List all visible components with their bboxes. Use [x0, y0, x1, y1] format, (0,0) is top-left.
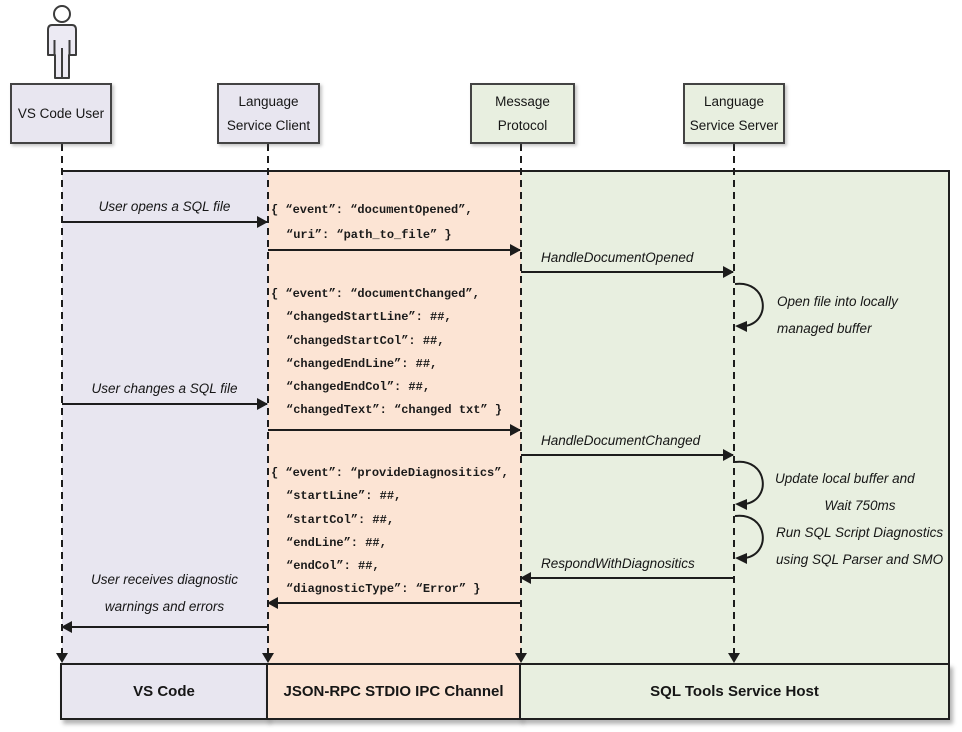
note-open-file-line1: Open file into locally	[777, 294, 898, 309]
arrow-respond-with-diagnostics	[520, 572, 733, 584]
payload-document-changed: { “event”: “documentChanged”, “changedSt…	[271, 287, 502, 427]
message-label-user-receives-line1: User receives diagnostic	[90, 572, 239, 587]
payload-line: “diagnosticType”: “Error” }	[286, 582, 481, 597]
footer-label: SQL Tools Service Host	[650, 683, 819, 700]
lifeline-end-arrow-user	[56, 653, 68, 663]
arrow-handle-document-opened	[521, 266, 734, 278]
participant-label: Language	[238, 94, 299, 109]
payload-line: “changedEndCol”: ##,	[286, 380, 431, 395]
footer-label: JSON-RPC STDIO IPC Channel	[283, 683, 504, 700]
arrow-user-opens-sql-file	[62, 216, 268, 228]
participant-box-vscode-user: VS Code User	[10, 83, 112, 144]
payload-line: “startCol”: ##,	[286, 512, 395, 527]
note-run-diagnostics-line1: Run SQL Script Diagnostics	[776, 525, 944, 540]
payload-line: “endCol”: ##,	[286, 559, 380, 574]
payload-line: “changedStartCol”: ##,	[286, 333, 445, 348]
participant-label: VS Code User	[17, 106, 105, 121]
arrow-document-opened	[268, 244, 521, 256]
message-label-user-receives-line2: warnings and errors	[104, 599, 225, 614]
self-loop-open-file-icon	[734, 282, 764, 332]
payload-line: { “event”: “documentOpened”,	[271, 203, 473, 217]
footer-box-vscode: VS Code	[60, 663, 268, 720]
participant-box-language-service-client: Language Service Client	[217, 83, 320, 144]
participant-label: Protocol	[497, 118, 548, 133]
band-ipc-channel	[268, 172, 521, 663]
arrow-diagnostics-to-client	[267, 597, 520, 609]
note-run-diagnostics-line2: using SQL Parser and SMO	[776, 552, 944, 567]
participant-label: Language	[703, 94, 765, 109]
band-top-border	[62, 170, 950, 172]
participant-label: Message	[495, 94, 550, 109]
participant-box-language-service-server: Language Service Server	[683, 83, 785, 144]
lifeline-server	[733, 144, 735, 654]
lifeline-end-arrow-server	[728, 653, 740, 663]
self-loop-update-buffer-icon	[734, 460, 764, 510]
lifeline-protocol	[520, 144, 522, 654]
payload-line: “endLine”: ##,	[286, 535, 387, 550]
participant-label: Service Client	[226, 118, 311, 133]
message-label-handle-document-opened: HandleDocumentOpened	[541, 250, 694, 265]
band-vscode	[62, 172, 268, 663]
payload-line: “changedEndLine”: ##,	[286, 356, 438, 371]
lifeline-user	[61, 144, 63, 654]
message-label-user-opens-sql-file: User opens a SQL file	[98, 199, 231, 214]
note-update-buffer-line1: Update local buffer and	[775, 471, 915, 486]
payload-line: “changedStartLine”: ##,	[286, 310, 452, 325]
participant-box-message-protocol: Message Protocol	[470, 83, 575, 144]
payload-line: { “event”: “provideDiagnositics”,	[271, 466, 509, 480]
payload-line: { “event”: “documentChanged”,	[271, 287, 480, 301]
footer-box-jsonrpc-channel: JSON-RPC STDIO IPC Channel	[266, 663, 521, 720]
payload-provide-diagnostics: { “event”: “provideDiagnositics”, “start…	[271, 466, 509, 606]
footer-label: VS Code	[133, 683, 195, 700]
payload-document-opened: { “event”: “documentOpened”, “uri”: “pat…	[271, 203, 473, 253]
note-update-buffer-line2: Wait 750ms	[824, 498, 896, 513]
lifeline-client	[267, 144, 269, 654]
arrow-handle-document-changed	[521, 449, 734, 461]
message-label-handle-document-changed: HandleDocumentChanged	[541, 433, 701, 448]
message-label-user-changes-sql-file: User changes a SQL file	[91, 381, 238, 396]
note-open-file-line2: managed buffer	[777, 321, 872, 336]
message-label-respond-with-diagnostics: RespondWithDiagnositics	[541, 556, 695, 571]
lifeline-end-arrow-client	[262, 653, 274, 663]
payload-line: “uri”: “path_to_file” }	[286, 228, 452, 242]
user-actor-icon	[47, 5, 77, 79]
arrow-document-changed	[268, 424, 521, 436]
payload-line: “changedText”: “changed txt” }	[286, 403, 503, 418]
payload-line: “startLine”: ##,	[286, 489, 402, 504]
arrow-user-receives-diagnostics	[61, 621, 267, 633]
participant-label: Service Server	[689, 118, 779, 133]
footer-box-sql-tools-service-host: SQL Tools Service Host	[519, 663, 950, 720]
lifeline-end-arrow-protocol	[515, 653, 527, 663]
self-loop-run-diagnostics-icon	[734, 514, 764, 564]
band-right-border	[948, 170, 950, 663]
arrow-user-changes-sql-file	[62, 398, 268, 410]
